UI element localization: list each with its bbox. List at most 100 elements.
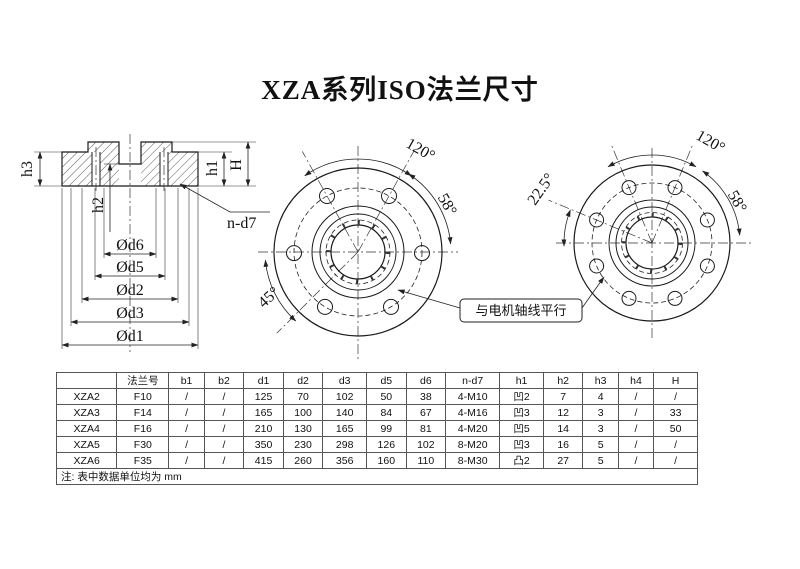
label-d3: Ød3: [116, 305, 144, 322]
dim-d6: Ød6: [103, 188, 157, 258]
table-cell: 102: [405, 436, 447, 453]
table-cell: /: [168, 388, 205, 405]
dim-h1: h1: [198, 151, 256, 187]
callout: 与电机轴线平行: [397, 276, 605, 323]
spigot-circle: [311, 205, 405, 299]
table-cell: 140: [322, 404, 368, 421]
table-cell: 70: [282, 388, 324, 405]
label-d1: Ød1: [116, 328, 144, 345]
table-cell: /: [617, 420, 655, 437]
table-header-cell: h2: [542, 372, 584, 389]
table-cell: 38: [405, 388, 447, 405]
boss-left-section: [88, 142, 119, 152]
label-d6: Ød6: [116, 237, 144, 254]
table-cell: /: [203, 452, 245, 469]
table-cell: 99: [366, 420, 407, 437]
boss-right-section: [141, 142, 172, 152]
table-cell: 凹2: [499, 388, 544, 405]
outer-circle: [273, 167, 443, 337]
table-cell: /: [653, 452, 698, 469]
label-angle-22-5: 22.5°: [524, 170, 558, 208]
table-cell: F16: [116, 420, 170, 437]
table-cell: /: [168, 452, 205, 469]
table-cell: 27: [542, 452, 584, 469]
table-cell: 凸2: [499, 452, 544, 469]
table-cell: 5: [582, 436, 619, 453]
label-angle-120: 120°: [693, 127, 728, 157]
table-cell: XZA4: [55, 420, 118, 437]
table-cell: 160: [366, 452, 407, 469]
arc-22-5: [561, 209, 571, 247]
table-header-cell: d3: [322, 372, 368, 389]
spigot-circle: [608, 199, 696, 287]
table-cell: XZA5: [55, 436, 118, 453]
table-cell: 凹5: [499, 420, 544, 437]
label-h1: h1: [204, 160, 221, 176]
table-note-row: 注: 表中数据单位均为 mm: [56, 468, 698, 485]
table-cell: XZA3: [55, 404, 118, 421]
table-cell: XZA6: [55, 452, 118, 469]
table-cell: 210: [243, 420, 284, 437]
flange-ring-left-section: [62, 152, 92, 186]
callout-box: [459, 298, 583, 323]
table-cell: 81: [405, 420, 447, 437]
label-angle-58: 58°: [724, 188, 750, 216]
table-cell: /: [617, 436, 655, 453]
table-cell: 230: [282, 436, 324, 453]
front-view-left: 120° 58° 45°: [255, 135, 460, 360]
bore-dashed-circle: [621, 212, 683, 274]
table-cell: 4-M20: [445, 420, 501, 437]
dim-d5: Ød5: [94, 188, 166, 280]
dim-h3: h3: [19, 151, 62, 187]
table-cell: /: [617, 452, 655, 469]
table-cell: F10: [116, 388, 170, 405]
dim-d1: Ød1: [61, 188, 199, 349]
flange-inner-left-section: [100, 152, 119, 186]
table-cell: 4: [582, 388, 619, 405]
table-header-cell: d2: [282, 372, 324, 389]
table-cell: 100: [282, 404, 324, 421]
table-cell: /: [168, 436, 205, 453]
table-cell: 12: [542, 404, 584, 421]
table-cell: 50: [366, 388, 407, 405]
table-cell: 298: [322, 436, 368, 453]
table-cell: 356: [322, 452, 368, 469]
table-cell: 凹3: [499, 436, 544, 453]
callout-text: 与电机轴线平行: [475, 303, 566, 318]
table-cell: 50: [653, 420, 698, 437]
bolt-circle: [591, 182, 713, 304]
table-cell: 102: [322, 388, 368, 405]
bore-spline-ticks: [621, 212, 683, 274]
table-cell: 110: [405, 452, 447, 469]
hub-circle: [615, 206, 689, 280]
table-cell: /: [653, 388, 698, 405]
table-cell: 8-M30: [445, 452, 501, 469]
table-note: 注: 表中数据单位均为 mm: [56, 468, 698, 485]
table-cell: XZA2: [55, 388, 118, 405]
table-header-cell: d1: [243, 372, 284, 389]
arc-58: [702, 170, 742, 236]
arc-58: [408, 173, 453, 245]
table-header-cell: b1: [168, 372, 205, 389]
bolt-holes-8: [589, 180, 715, 306]
arc-45: [263, 259, 297, 322]
table-cell: 67: [405, 404, 447, 421]
table-cell: 14: [542, 420, 584, 437]
dim-n-d7: n-d7: [179, 183, 270, 232]
table-header-cell: h3: [582, 372, 619, 389]
table-header-cell: n-d7: [445, 372, 501, 389]
label-angle-120: 120°: [403, 135, 438, 165]
table-cell: /: [203, 388, 245, 405]
table-cell: /: [203, 420, 245, 437]
bolt-circle: [293, 187, 423, 317]
flange-inner-right-section: [141, 152, 160, 186]
arc-120: [304, 158, 412, 177]
table-cell: /: [168, 420, 205, 437]
table-cell: 4-M16: [445, 404, 501, 421]
table-cell: 4-M10: [445, 388, 501, 405]
